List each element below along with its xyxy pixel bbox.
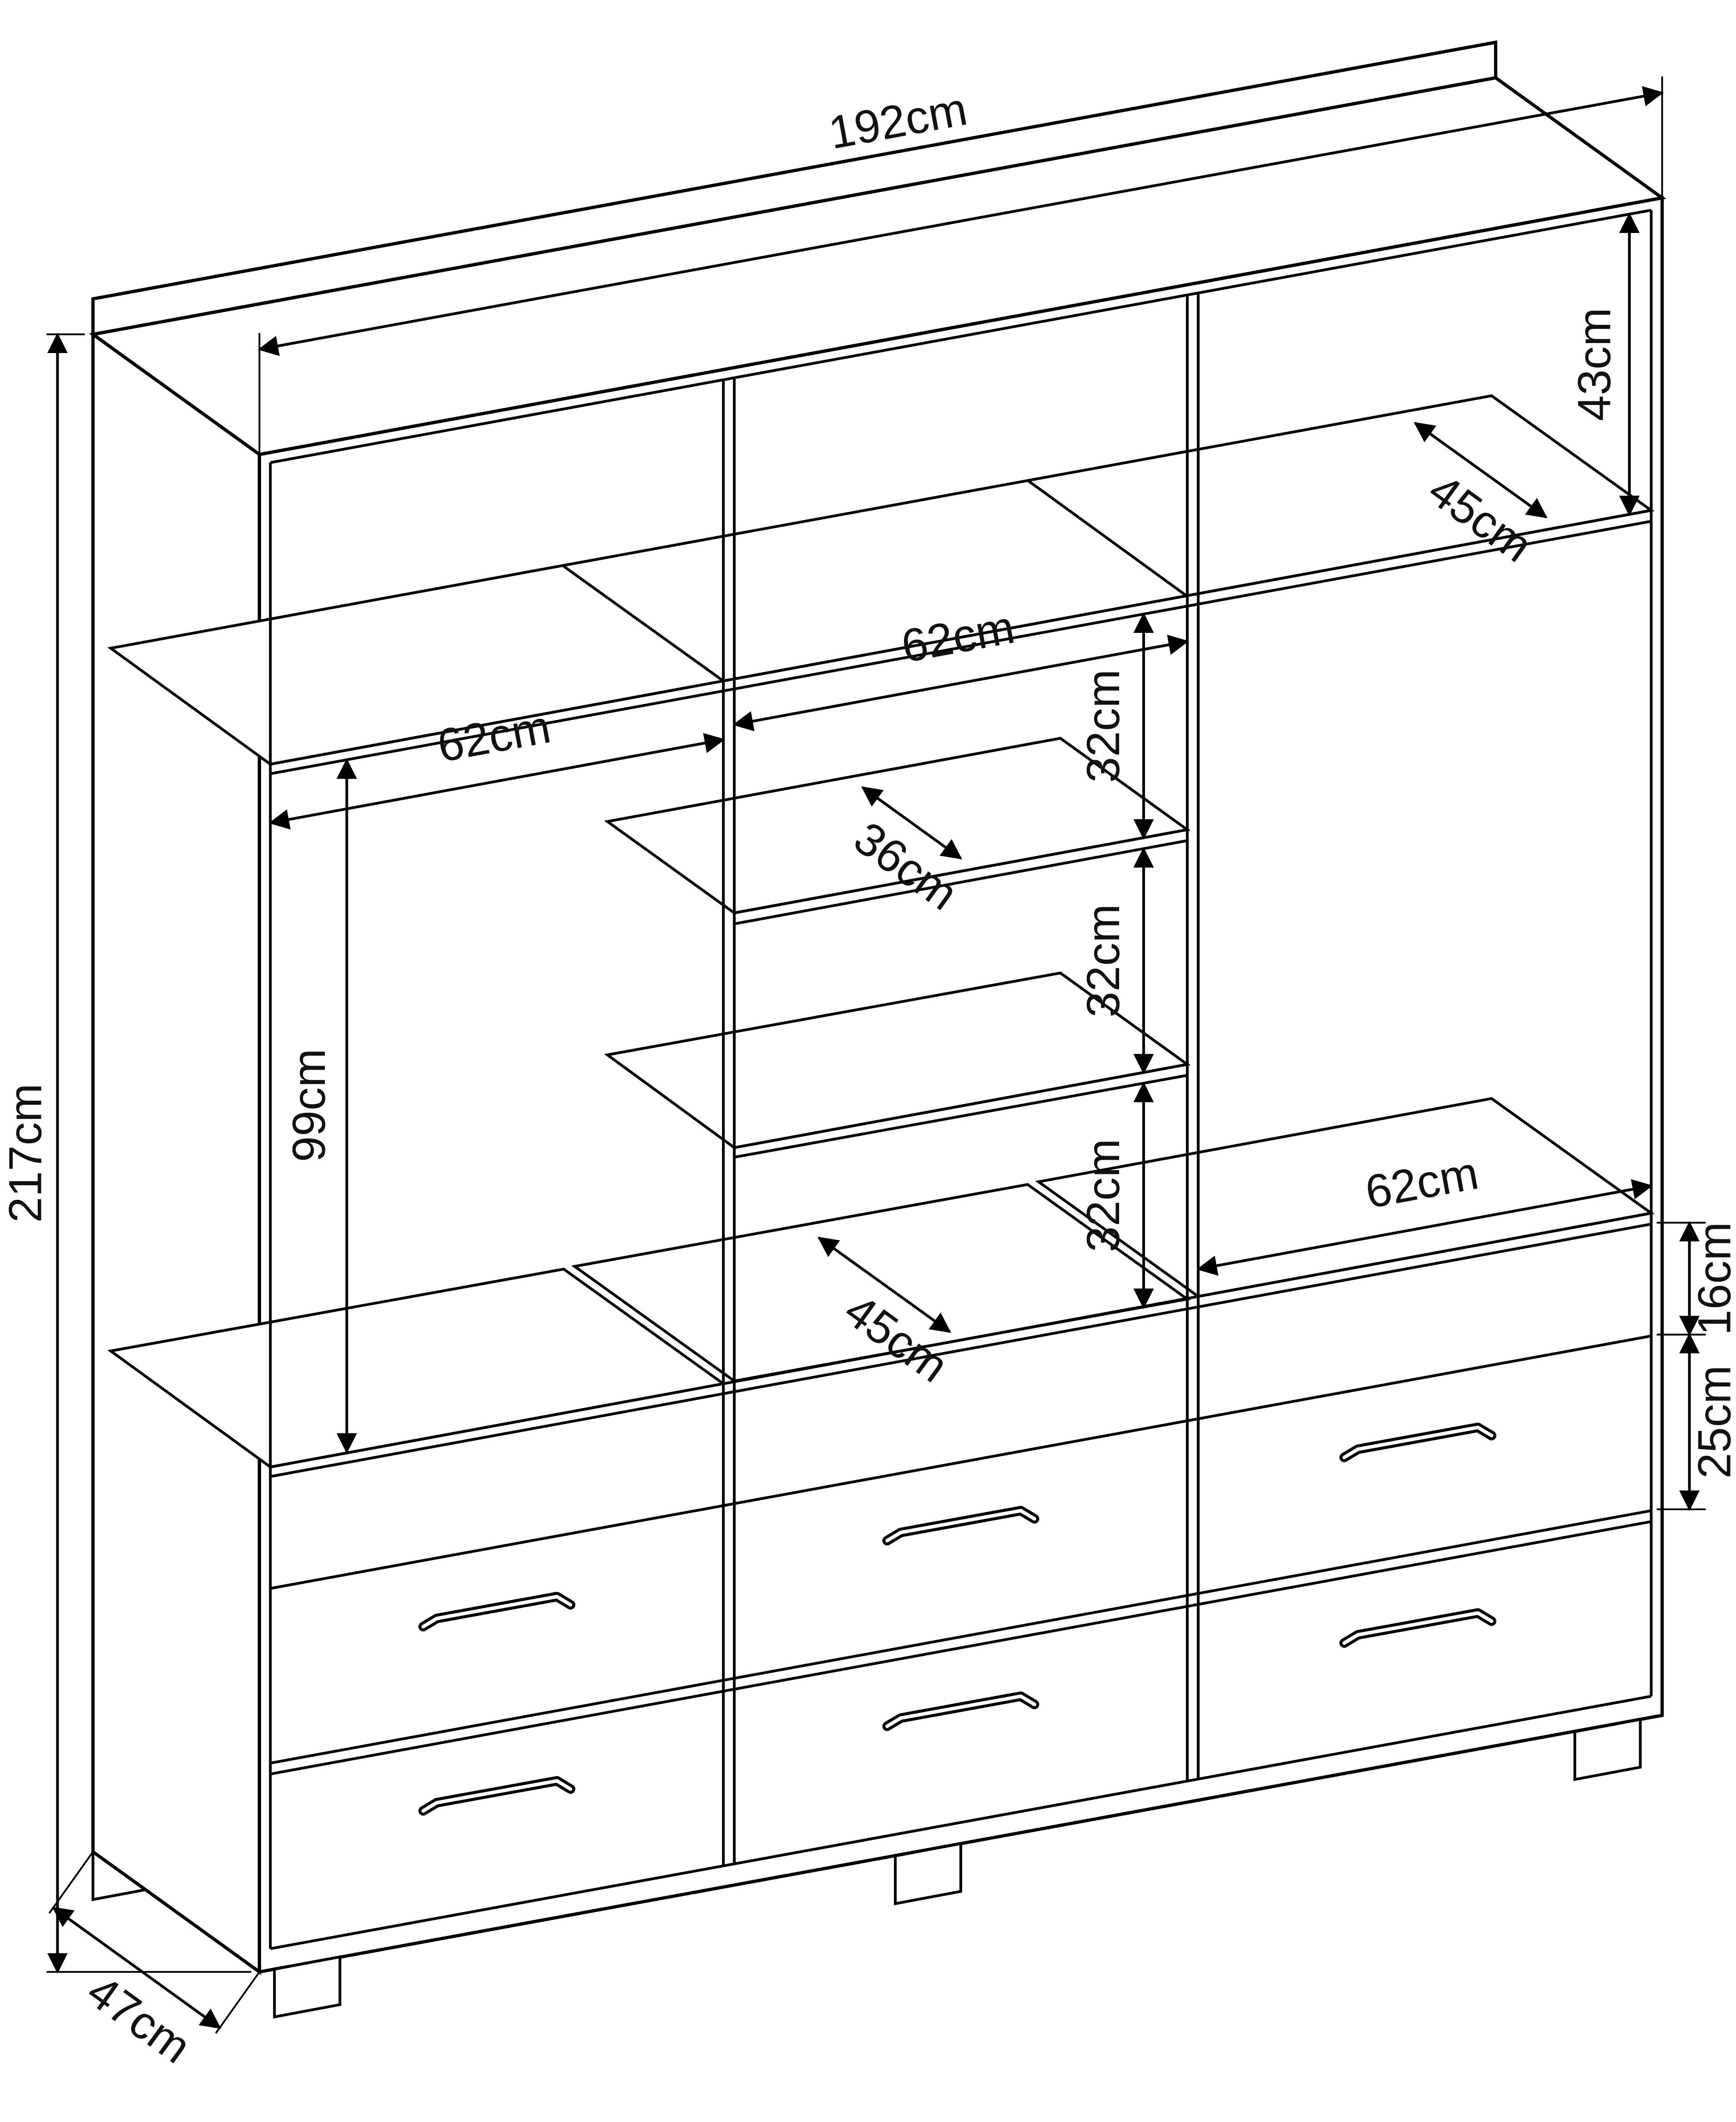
- feet: [273, 1718, 1642, 2019]
- dimension-label-overall-height: 217cm: [0, 1083, 51, 1223]
- drawer-handles: [418, 1422, 1497, 1816]
- dimension-shelf-gap-3: 32cm: [1077, 1081, 1154, 1309]
- dimension-label-shelf-gap-1: 32cm: [1077, 669, 1129, 783]
- dimension-shelf-gap-1: 32cm: [1077, 612, 1154, 840]
- left-side-panel: [91, 331, 261, 1975]
- interior-depth-lines: [563, 479, 1188, 682]
- dimension-line: [1196, 1179, 1653, 1276]
- dimension-label-drawer-height: 25cm: [1689, 1365, 1736, 1479]
- dimension-line: [257, 86, 1664, 356]
- dimension-hanging-section-height: 99cm: [283, 758, 357, 1454]
- dimension-label-drawer-gap: 16cm: [1689, 1222, 1736, 1335]
- dimension-shelf-gap-2: 32cm: [1077, 847, 1154, 1075]
- cabinet: [89, 40, 1666, 2019]
- vertical-divider-lines: [269, 210, 1653, 1949]
- dimension-line: [817, 1236, 952, 1333]
- dimension-drawer-gap-height: 16cm: [1656, 1221, 1736, 1337]
- dimension-top-compartment-height: 43cm: [1569, 212, 1640, 516]
- dimension-label-shelf-gap-2: 32cm: [1077, 904, 1129, 1017]
- dimension-label-shelf-gap-3: 32cm: [1077, 1139, 1129, 1252]
- dimension-line: [52, 1906, 222, 2029]
- dimension-label-hanging-height: 99cm: [283, 1049, 335, 1162]
- dimension-line: [1413, 422, 1548, 519]
- extension-lines: [48, 1851, 260, 2034]
- dimension-label-top-height: 43cm: [1569, 308, 1620, 421]
- dimension-line: [732, 635, 1189, 732]
- dimensions: 192cm 217cm 47cm 43cm 45cm 62cm 62cm: [0, 76, 1736, 2073]
- dimension-drawer-height: 25cm: [1656, 1333, 1736, 1511]
- middle-shelf-front-lines: [734, 828, 1188, 1159]
- dimension-line: [861, 786, 962, 860]
- drawer-handle-icons-inner: [421, 1425, 1494, 1813]
- dimension-label-overall-depth: 47cm: [78, 1965, 200, 2073]
